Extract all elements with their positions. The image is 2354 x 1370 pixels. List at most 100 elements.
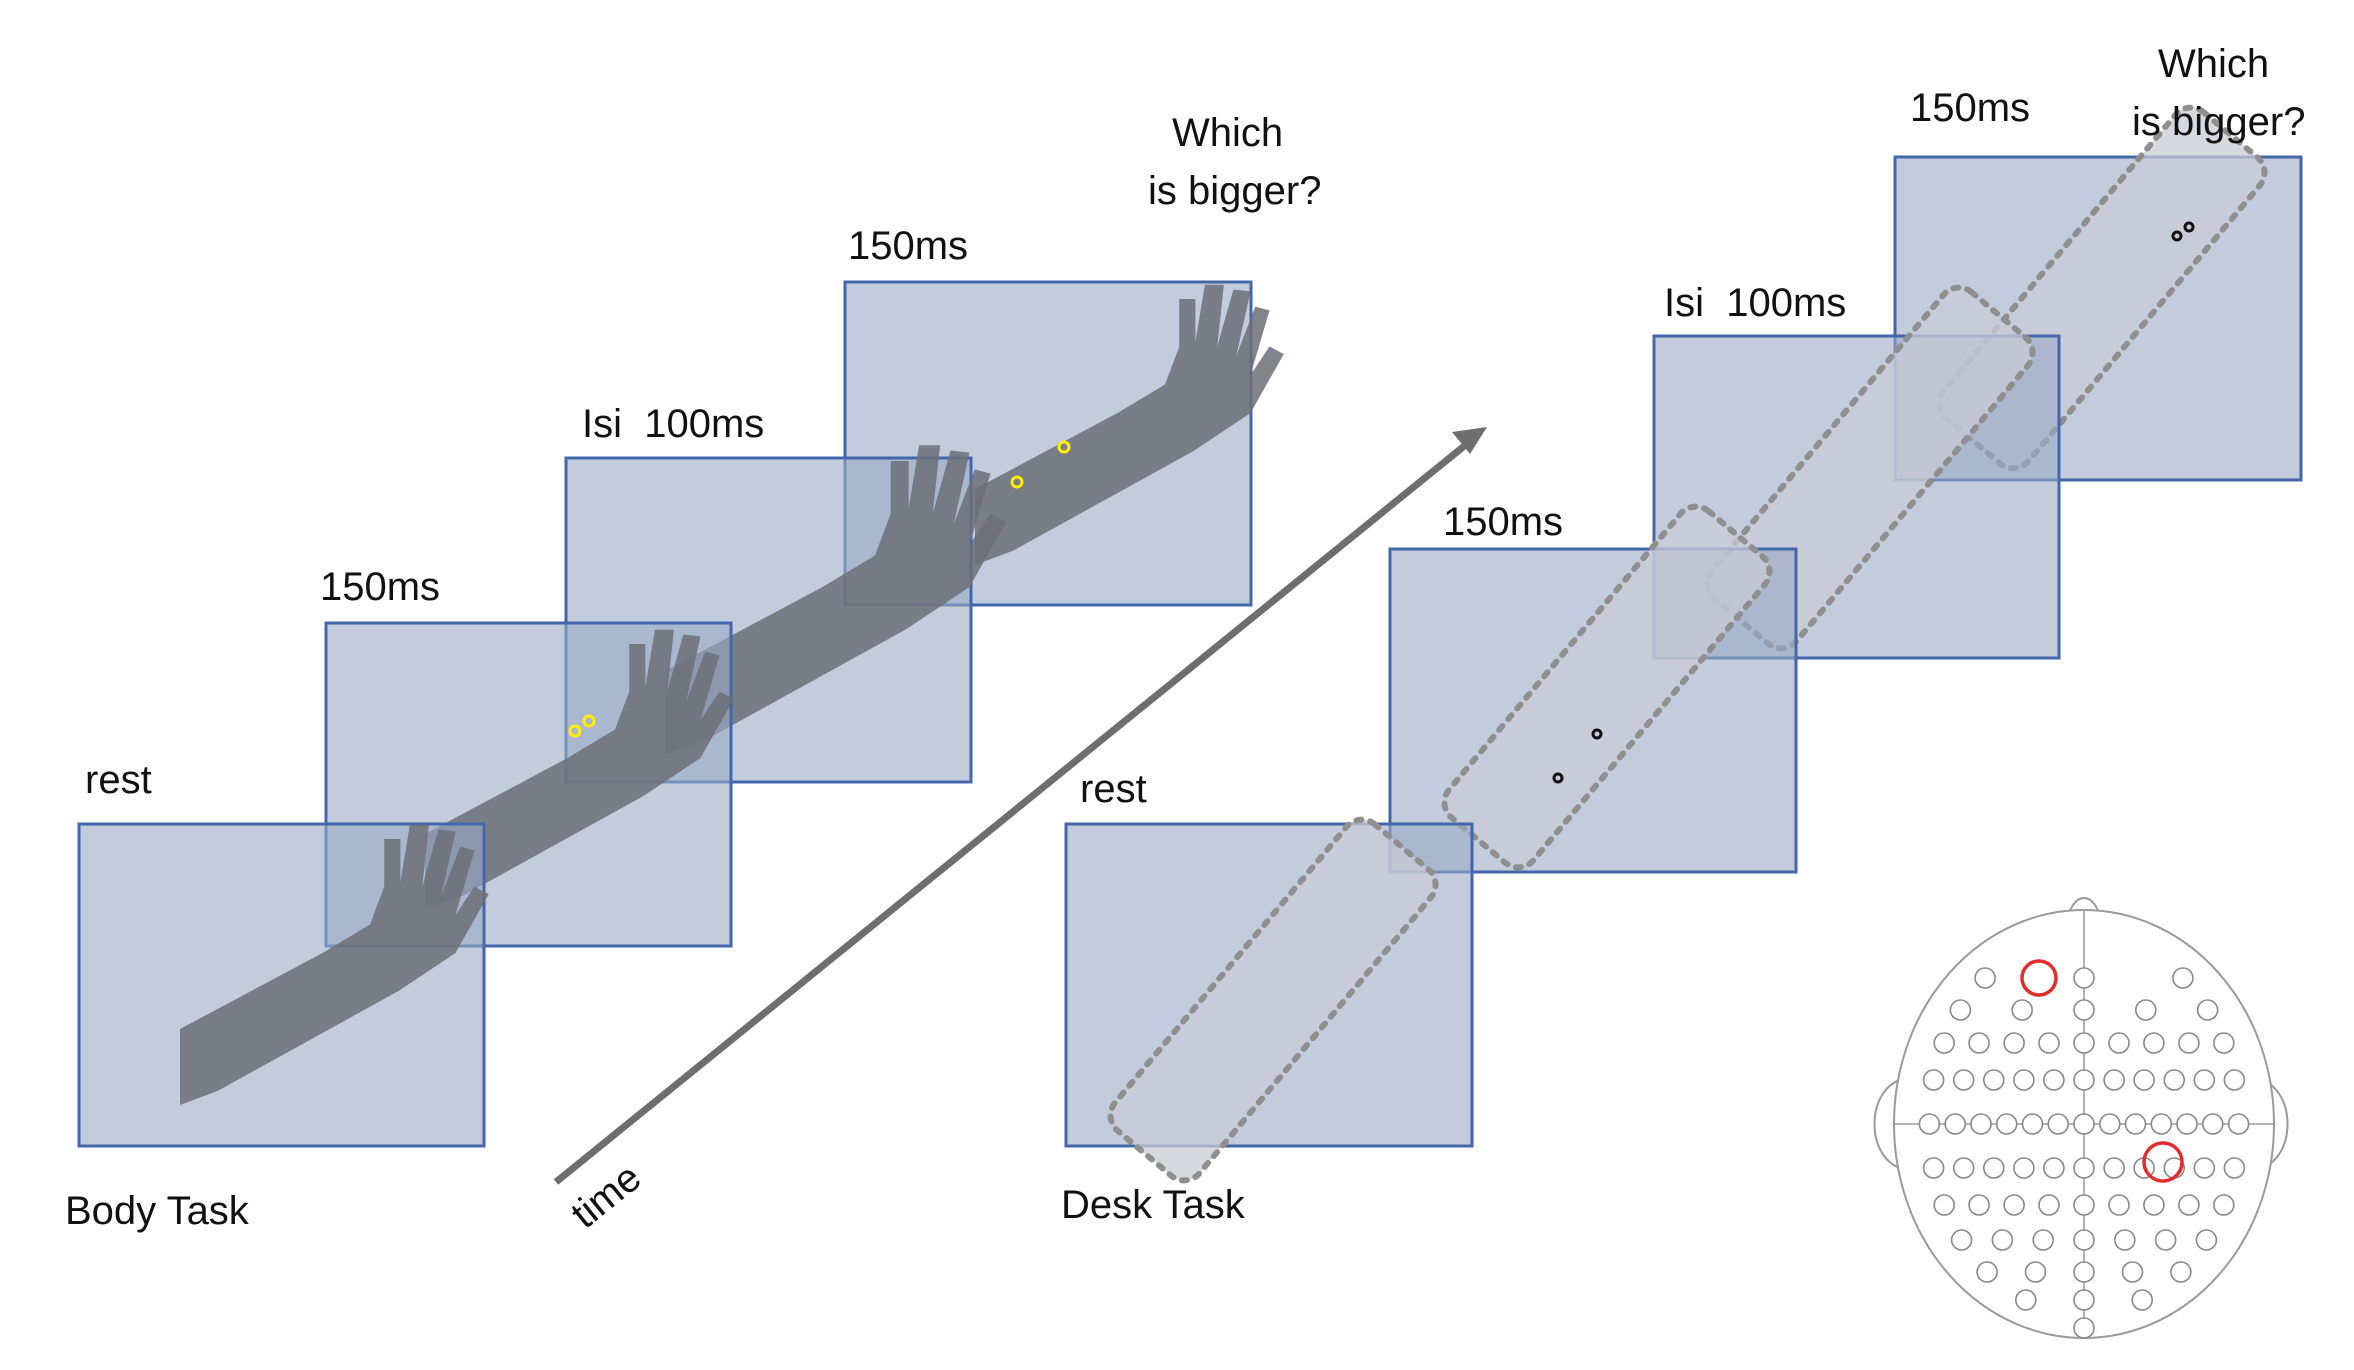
stim-dot: [1552, 772, 1564, 784]
stim-dot: [568, 724, 582, 738]
stim-dot: [2183, 221, 2195, 233]
electrode: [2032, 1229, 2054, 1251]
desk-frame-rest: [1064, 816, 1474, 1184]
electrode: [2163, 1069, 2185, 1091]
electrode: [1983, 1069, 2005, 1091]
electrode: [2196, 999, 2219, 1021]
electrode: [2015, 1289, 2037, 1311]
electrode: [1950, 1229, 1973, 1251]
electrode: [2003, 1032, 2025, 1054]
electrode: [2108, 1194, 2130, 1216]
electrode: [2193, 1069, 2216, 1091]
electrode: [2073, 1069, 2095, 1091]
electrode: [2178, 1194, 2200, 1216]
electrode: [2099, 1113, 2121, 1135]
body-stim2-label: 150ms: [848, 224, 968, 268]
electrode: [1991, 1229, 2014, 1251]
stim-dot: [1591, 728, 1603, 740]
electrode: [1970, 1113, 1992, 1135]
electrode: [2143, 1194, 2165, 1216]
electrode: [2073, 1261, 2095, 1283]
electrode: [2170, 1261, 2192, 1283]
electrode: [2124, 1113, 2147, 1135]
body-rest-label: rest: [85, 758, 152, 802]
electrode: [2073, 967, 2095, 989]
desk-question-line2: is bigger?: [2132, 100, 2305, 144]
electrode: [2073, 1194, 2095, 1216]
desk-frame-stim1: [1388, 503, 1798, 874]
electrode: [2038, 1194, 2060, 1216]
electrode: [2172, 967, 2194, 989]
electrode: [2073, 1113, 2095, 1135]
desk-question-line1: Which: [2158, 42, 2269, 86]
electrode: [2213, 1194, 2235, 1216]
electrode: [2135, 999, 2157, 1021]
electrode: [1974, 967, 1996, 989]
electrode: [2202, 1113, 2224, 1135]
desk-stim2-label: 150ms: [1910, 86, 2030, 130]
desk-rest-label: rest: [1080, 767, 1147, 811]
electrode: [1933, 1032, 1955, 1054]
electrode: [2021, 1113, 2044, 1135]
electrode: [2073, 1032, 2095, 1054]
electrode: [2073, 1289, 2095, 1311]
body-frame-rest: [77, 822, 489, 1148]
electrode: [2073, 999, 2095, 1021]
electrode: [1968, 1032, 1990, 1054]
electrode: [1944, 1113, 1966, 1135]
electrode: [2195, 1229, 2218, 1251]
electrode: [2003, 1194, 2025, 1216]
electrode: [1983, 1157, 2005, 1179]
electrode: [1952, 1069, 1975, 1091]
body-task-caption: Body Task: [65, 1189, 250, 1233]
electrode: [2150, 1113, 2173, 1135]
electrode: [2143, 1032, 2165, 1054]
electrode: [2073, 1229, 2095, 1251]
stim-dot: [582, 714, 596, 728]
electrode: [2047, 1113, 2069, 1135]
electrode: [2073, 1317, 2095, 1339]
electrode: [1949, 999, 1972, 1021]
electrode: [2011, 999, 2033, 1021]
desk-task-sequence: rest 150ms Isi 100ms 150ms Which is bigg…: [1061, 42, 2305, 1227]
electrode: [2043, 1069, 2065, 1091]
body-question-line2: is bigger?: [1148, 169, 1321, 213]
body-isi-label: Isi 100ms: [582, 402, 764, 446]
body-task-sequence: rest 150ms Isi 100ms 150ms Which is bigg…: [65, 111, 1321, 1233]
electrode: [2223, 1069, 2246, 1091]
electrode: [1952, 1157, 1975, 1179]
electrode: [2223, 1157, 2246, 1179]
electrode: [1933, 1194, 1955, 1216]
electrode: [2193, 1157, 2216, 1179]
electrode: [2213, 1032, 2235, 1054]
electrode: [2103, 1157, 2125, 1179]
electrode: [2013, 1069, 2035, 1091]
electrode: [2131, 1289, 2153, 1311]
electrode: [2043, 1157, 2065, 1179]
electrode: [2013, 1157, 2035, 1179]
electrode: [2133, 1069, 2155, 1091]
electrode: [1922, 1157, 1945, 1179]
body-stim1-label: 150ms: [320, 565, 440, 609]
desk-isi-label: Isi 100ms: [1664, 281, 1846, 325]
highlighted-electrode-parietal: [2142, 1141, 2184, 1183]
electrode: [1968, 1194, 1990, 1216]
eeg-electrode-head-map: [1873, 897, 2289, 1339]
highlighted-electrode-frontal: [2020, 959, 2058, 997]
electrode: [1918, 1113, 1941, 1135]
electrode: [1995, 1113, 2018, 1135]
stim-dot: [1010, 475, 1024, 489]
desk-stim1-label: 150ms: [1443, 500, 1563, 544]
electrode: [2103, 1069, 2125, 1091]
electrode: [2114, 1229, 2136, 1251]
stim-dot: [1057, 440, 1071, 454]
stim-dot: [2171, 230, 2183, 242]
electrode: [2024, 1261, 2047, 1283]
body-question-line1: Which: [1172, 111, 1283, 155]
electrode: [2154, 1229, 2177, 1251]
electrode-grid: [1918, 967, 2250, 1339]
electrode: [2227, 1113, 2250, 1135]
electrode: [2038, 1032, 2060, 1054]
electrode: [1922, 1069, 1945, 1091]
